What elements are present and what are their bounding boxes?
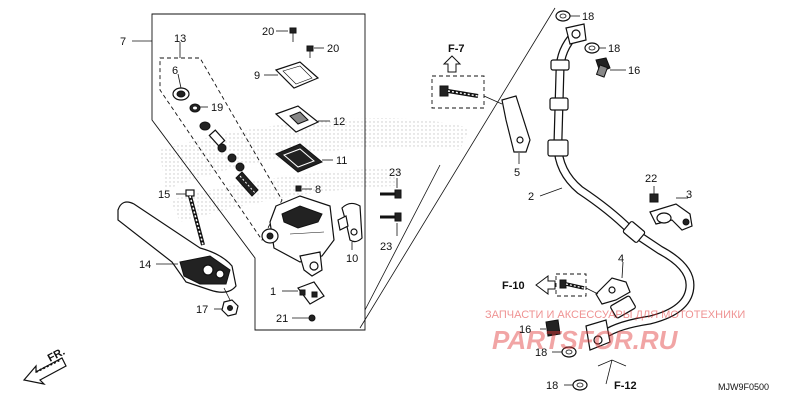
- f10-reference-box: [535, 273, 599, 297]
- callout-c23b: 23: [380, 241, 392, 253]
- callout-c6: 6: [172, 65, 178, 77]
- watermark-tagline: ЗАПЧАСТИ И АКСЕССУАРЫ ДЛЯ МОТОТЕХНИКИ: [485, 309, 745, 321]
- callout-c20a: 20: [262, 26, 274, 38]
- part-17-nut: [221, 299, 239, 317]
- callout-c14: 14: [139, 259, 151, 271]
- callout-c13: 13: [174, 33, 186, 45]
- part-2-brake-hose: [547, 23, 695, 351]
- background-logo-watermark: [160, 118, 470, 222]
- part-14-brake-lever: [117, 201, 237, 293]
- brake-hose-assembly: [359, 7, 695, 391]
- watermark: ЗАПЧАСТИ И АКСЕССУАРЫ ДЛЯ МОТОТЕХНИКИ PA…: [485, 309, 745, 355]
- callout-c5: 5: [514, 167, 520, 179]
- callout-c15: 15: [158, 189, 170, 201]
- part-11-diaphragm: [275, 143, 323, 173]
- callout-c18b: 18: [608, 43, 620, 55]
- callout-c2: 2: [528, 191, 534, 203]
- callout-c18c: 18: [535, 347, 547, 359]
- part-5-stay: [501, 95, 531, 153]
- callout-c23a: 23: [389, 167, 401, 179]
- watermark-brand: PARTSFOR.RU: [492, 325, 679, 355]
- callout-c12: 12: [333, 116, 345, 128]
- divider-line: [359, 7, 556, 329]
- part-4-hose-guide: [595, 277, 631, 305]
- part-20-screw-top: [289, 27, 297, 42]
- callout-c10: 10: [346, 253, 358, 265]
- part-23-bolt-upper: [380, 189, 402, 199]
- callout-c16b: 16: [519, 324, 531, 336]
- master-cylinder-body: [261, 195, 335, 277]
- reference-f12: F-12: [614, 380, 637, 392]
- callout-c1: 1: [270, 286, 276, 298]
- callout-c8: 8: [315, 184, 321, 196]
- part-9-reservoir-cap: [274, 61, 320, 89]
- f12-reference-mark: [597, 359, 627, 385]
- callout-c3: 3: [686, 189, 692, 201]
- f7-reference-box: [431, 55, 503, 109]
- callout-c11: 11: [336, 155, 347, 167]
- part-23-bolt-lower: [380, 212, 402, 222]
- part-10-holder: [337, 202, 363, 243]
- callout-c17: 17: [196, 304, 208, 316]
- part-22-bolt: [649, 193, 659, 203]
- front-direction-arrow-icon: [22, 357, 67, 385]
- part-15-pivot-bolt: [185, 189, 205, 246]
- part-6-boot: [172, 87, 190, 101]
- callout-c7: 7: [120, 36, 126, 48]
- callout-c22: 22: [645, 173, 657, 185]
- part-8-screw: [295, 185, 302, 192]
- part-18-washer-second: [584, 42, 600, 54]
- callout-c20b: 20: [327, 43, 339, 55]
- part-18-washer-top: [555, 10, 571, 22]
- reference-f10: F-10: [502, 280, 525, 292]
- reference-f7: F-7: [448, 43, 465, 55]
- part-1-switch: [297, 281, 325, 305]
- part-20-screw-second: [306, 45, 314, 58]
- callout-c16a: 16: [628, 65, 640, 77]
- callout-c4: 4: [618, 253, 624, 265]
- callout-c19: 19: [211, 102, 223, 114]
- callout-c9: 9: [254, 70, 260, 82]
- part-16-banjo-bolt-bottom: [545, 319, 561, 337]
- part-3-hose-clamp: [649, 203, 693, 231]
- callout-c21: 21: [276, 313, 288, 325]
- diagram-code: MJW9F0500: [718, 382, 769, 392]
- part-16-banjo-bolt-top: [595, 57, 611, 78]
- callout-c18a: 18: [582, 11, 594, 23]
- part-19-circlip: [189, 103, 201, 113]
- callout-c18d: 18: [546, 380, 558, 392]
- part-18-washer-bottom: [572, 379, 588, 391]
- group-frame-7: [151, 13, 366, 331]
- master-cylinder-assembly: [117, 13, 441, 331]
- part-12-plate: [274, 105, 320, 133]
- part-21-screw: [308, 314, 316, 322]
- piston-set: [199, 121, 259, 197]
